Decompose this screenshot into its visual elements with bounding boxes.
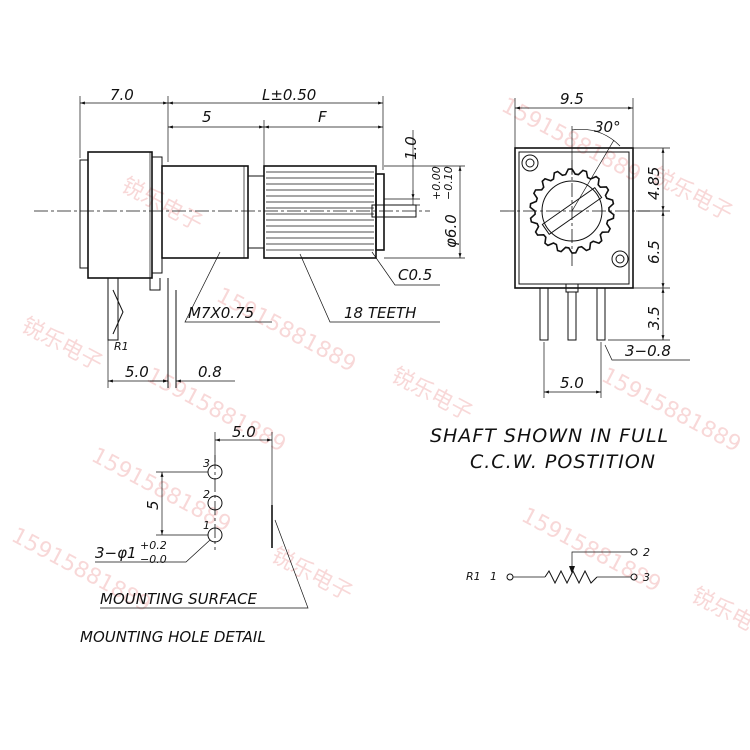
mounting-hole-bottom-right <box>611 250 629 268</box>
dim-485: 4.85 <box>645 167 663 200</box>
note: SHAFT SHOWN IN FULL C.C.W. POSTITION <box>430 425 669 473</box>
pin-left <box>539 288 549 341</box>
hole-tol-up: +0.2 <box>140 539 167 552</box>
dim-F: F <box>318 108 327 126</box>
front-housing <box>514 147 634 289</box>
pin-center <box>567 292 577 341</box>
dim-hole-top: 5.0 <box>232 423 256 441</box>
hole-label-2: 2 <box>203 488 210 501</box>
schematic: R1 1 3 2 <box>466 546 650 585</box>
angle-arc <box>571 129 621 147</box>
leader-thread <box>184 251 272 323</box>
schematic-terminal-1 <box>506 573 514 581</box>
schematic-pin2: 2 <box>643 546 650 559</box>
dim-65: 6.5 <box>645 240 663 264</box>
shaft-teeth <box>266 171 374 251</box>
dim-front-50: 5.0 <box>560 374 584 392</box>
hole-tol-dn: −0.0 <box>140 553 167 566</box>
label-r1: R1 <box>114 340 129 353</box>
dim-thread: M7X0.75 <box>188 304 254 322</box>
leader-c05 <box>371 251 440 286</box>
dim-dia: φ6.0 <box>442 214 460 248</box>
dim-95: 9.5 <box>560 90 584 108</box>
hole-label: 3−φ1 <box>95 544 137 562</box>
knob-slot <box>541 187 603 235</box>
resistor-symbol <box>544 569 598 585</box>
dim-teeth: 18 TEETH <box>344 304 416 322</box>
wiper-arrow <box>569 566 575 574</box>
dim-1: 1.0 <box>402 136 420 160</box>
terminal-pin-bend <box>112 289 124 335</box>
note-line-2: C.C.W. POSTITION <box>470 451 656 473</box>
dim-7: 7.0 <box>110 86 134 104</box>
shaft-tip <box>375 173 385 251</box>
watermark-brand: 锐乐电子 <box>267 543 356 606</box>
pot-body <box>87 151 153 279</box>
hole-label-1: 1 <box>203 519 210 532</box>
mounting-hole-detail: 5.0 3 2 1 5 3−φ1 +0.2 −0.0 MOUNTING SURF… <box>80 423 309 646</box>
watermark-brand: 锐乐电子 <box>687 583 750 646</box>
dim-dia-tol-up: +0.00 <box>430 166 443 200</box>
dim-hole-left: 5 <box>144 500 162 510</box>
hole-label-3: 3 <box>203 457 210 470</box>
mount-tab <box>149 278 161 291</box>
dim-pins: 3−0.8 <box>625 342 671 360</box>
dim-dia-tol-dn: −0.10 <box>442 166 455 200</box>
dim-angle: 30° <box>594 118 621 136</box>
dim-5: 5 <box>202 108 212 126</box>
dim-35: 3.5 <box>645 306 663 330</box>
mounting-hole-top-left <box>521 154 539 172</box>
note-line-1: SHAFT SHOWN IN FULL <box>430 425 669 447</box>
watermark-phone: 15915881889 <box>87 443 235 537</box>
pin-right <box>596 288 606 341</box>
side-view: 7.0 L±0.50 5 F 1.0 φ6.0 +0.00 −0.10 C0.5… <box>34 86 465 388</box>
leader-teeth <box>299 253 440 323</box>
angle-line <box>571 139 615 212</box>
watermark-brand: 锐乐电子 <box>387 363 476 426</box>
dim-c05: C0.5 <box>398 266 432 284</box>
dim-L: L±0.50 <box>262 86 316 104</box>
watermark-layer: 15915881889 15915881889 15915881889 1591… <box>7 93 750 646</box>
center-tab <box>565 283 579 293</box>
leader-hole <box>95 539 211 563</box>
schematic-pin1: 1 <box>490 570 497 583</box>
watermark-phone: 15915881889 <box>212 283 360 377</box>
terminal-pin <box>107 278 119 341</box>
mounting-hole-inner <box>525 158 535 168</box>
schematic-terminal-2 <box>630 548 638 556</box>
watermark-brand: 锐乐电子 <box>17 313 106 376</box>
leader-surface <box>100 519 309 609</box>
schematic-pin3: 3 <box>643 571 650 584</box>
front-view: 9.5 30° 4.85 6.5 3.5 3−0.8 5.0 <box>500 90 690 398</box>
dim-08: 0.8 <box>198 363 222 381</box>
schematic-ref: R1 <box>466 570 481 583</box>
mounting-hole-inner <box>615 254 625 264</box>
threaded-bushing <box>161 165 249 259</box>
dim-50: 5.0 <box>125 363 149 381</box>
schematic-terminal-3 <box>630 573 638 581</box>
body-rear-flange <box>79 159 89 269</box>
leader-pins <box>604 344 690 361</box>
mounting-surface-label: MOUNTING SURFACE <box>100 590 258 608</box>
hole-detail-title: MOUNTING HOLE DETAIL <box>80 628 266 646</box>
